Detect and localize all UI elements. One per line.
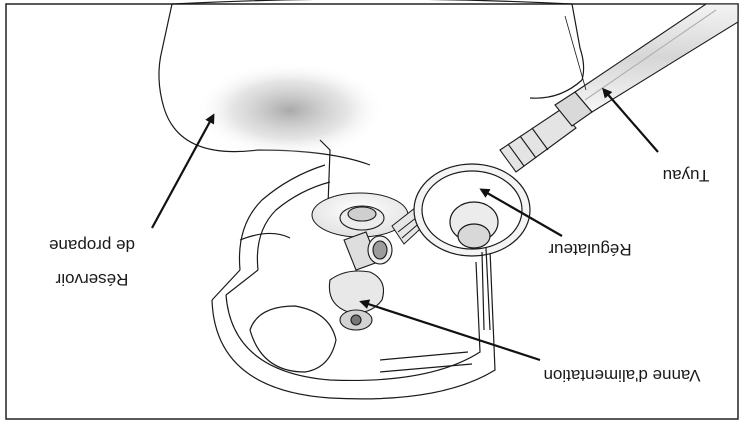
regulator-label: Régulateur — [548, 240, 632, 259]
tank-label-line1: Réservoir — [55, 270, 128, 289]
tank-label-line2: de propane — [49, 236, 135, 255]
hose-label: Tuyau — [663, 166, 710, 185]
valve-label: Vanne d'alimentation — [544, 366, 701, 385]
